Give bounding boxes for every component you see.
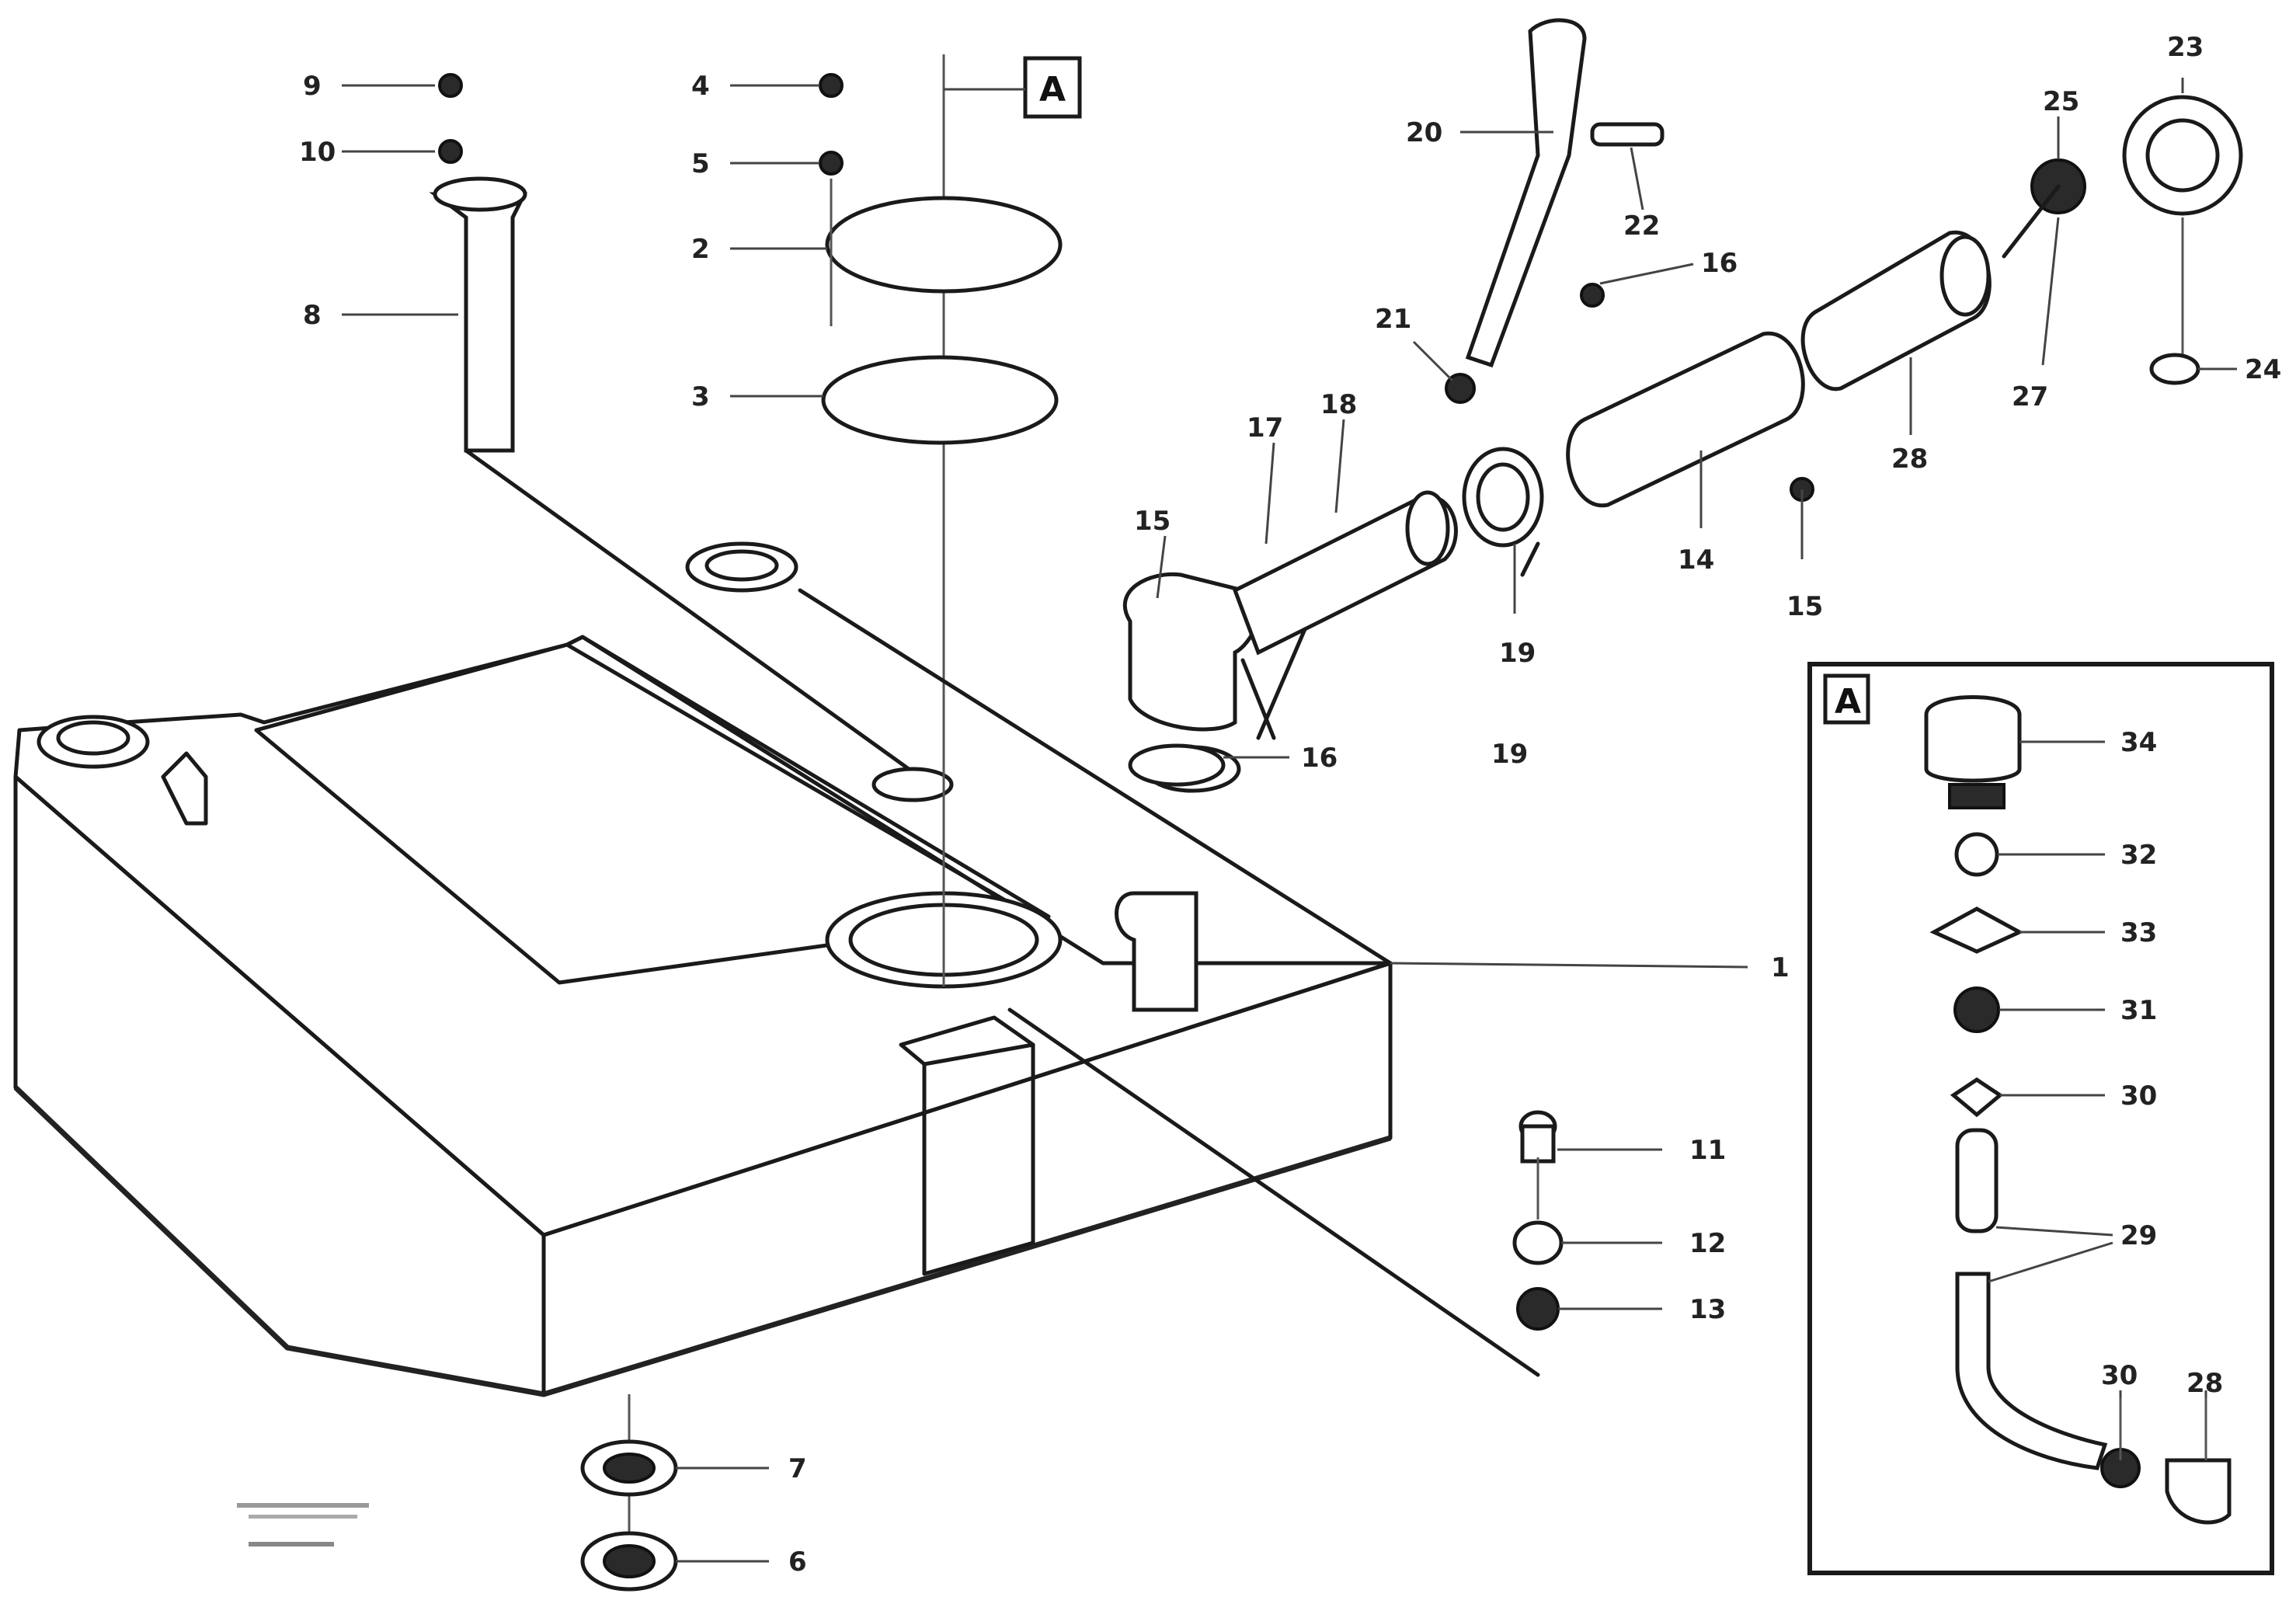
label-6: 6 xyxy=(788,1547,807,1578)
label-1: 1 xyxy=(1771,952,1790,983)
detail-ref-letter: A xyxy=(1039,70,1066,110)
detail-label-30b: 30 xyxy=(2101,1360,2138,1391)
bottom-washers xyxy=(580,1394,678,1592)
label-16b: 16 xyxy=(1701,248,1738,279)
detail-label-29: 29 xyxy=(2120,1220,2157,1251)
label-24: 24 xyxy=(2245,354,2281,385)
label-7: 7 xyxy=(788,1453,807,1484)
detail-reference-tag xyxy=(944,56,1082,119)
detail-box-letter: A xyxy=(1835,682,1861,722)
label-16: 16 xyxy=(1301,743,1338,774)
label-23: 23 xyxy=(2167,32,2204,63)
label-28: 28 xyxy=(1891,444,1928,475)
label-19b: 19 xyxy=(1491,739,1528,770)
detail-label-28: 28 xyxy=(2186,1368,2223,1399)
label-5: 5 xyxy=(691,148,710,179)
detail-a-box xyxy=(1807,662,2274,1575)
sender-unit-assembly xyxy=(819,54,1063,986)
filler-neck-assembly xyxy=(429,73,911,771)
label-19: 19 xyxy=(1499,638,1536,669)
label-27: 27 xyxy=(2012,381,2048,412)
detail-label-30: 30 xyxy=(2120,1080,2157,1112)
label-3: 3 xyxy=(691,381,710,412)
detail-label-33: 33 xyxy=(2120,917,2157,948)
leader-lines xyxy=(342,78,2237,1563)
label-9: 9 xyxy=(303,71,322,102)
detail-label-34: 34 xyxy=(2120,727,2157,758)
label-10: 10 xyxy=(299,137,336,168)
detail-label-31: 31 xyxy=(2120,995,2157,1026)
fill-hose-assembly xyxy=(1115,18,2243,1012)
label-14: 14 xyxy=(1678,545,1714,576)
label-11: 11 xyxy=(1689,1135,1726,1166)
drawing-reference xyxy=(237,1503,369,1547)
label-17: 17 xyxy=(1247,412,1283,444)
label-20: 20 xyxy=(1406,117,1442,148)
label-25: 25 xyxy=(2043,86,2079,117)
label-21: 21 xyxy=(1375,304,1411,335)
label-15b: 15 xyxy=(1786,591,1823,622)
part-number-labels: 9 10 8 4 5 2 3 1 11 12 13 7 6 16 20 22 1… xyxy=(299,32,2281,1578)
label-18: 18 xyxy=(1320,389,1357,420)
label-8: 8 xyxy=(303,300,322,331)
detail-label-32: 32 xyxy=(2120,840,2157,871)
label-15: 15 xyxy=(1134,506,1171,537)
label-22: 22 xyxy=(1623,210,1660,242)
label-2: 2 xyxy=(691,234,710,265)
label-12: 12 xyxy=(1689,1228,1726,1259)
label-13: 13 xyxy=(1689,1294,1726,1325)
label-4: 4 xyxy=(691,71,710,102)
drain-plug-hardware xyxy=(1512,1110,1564,1331)
